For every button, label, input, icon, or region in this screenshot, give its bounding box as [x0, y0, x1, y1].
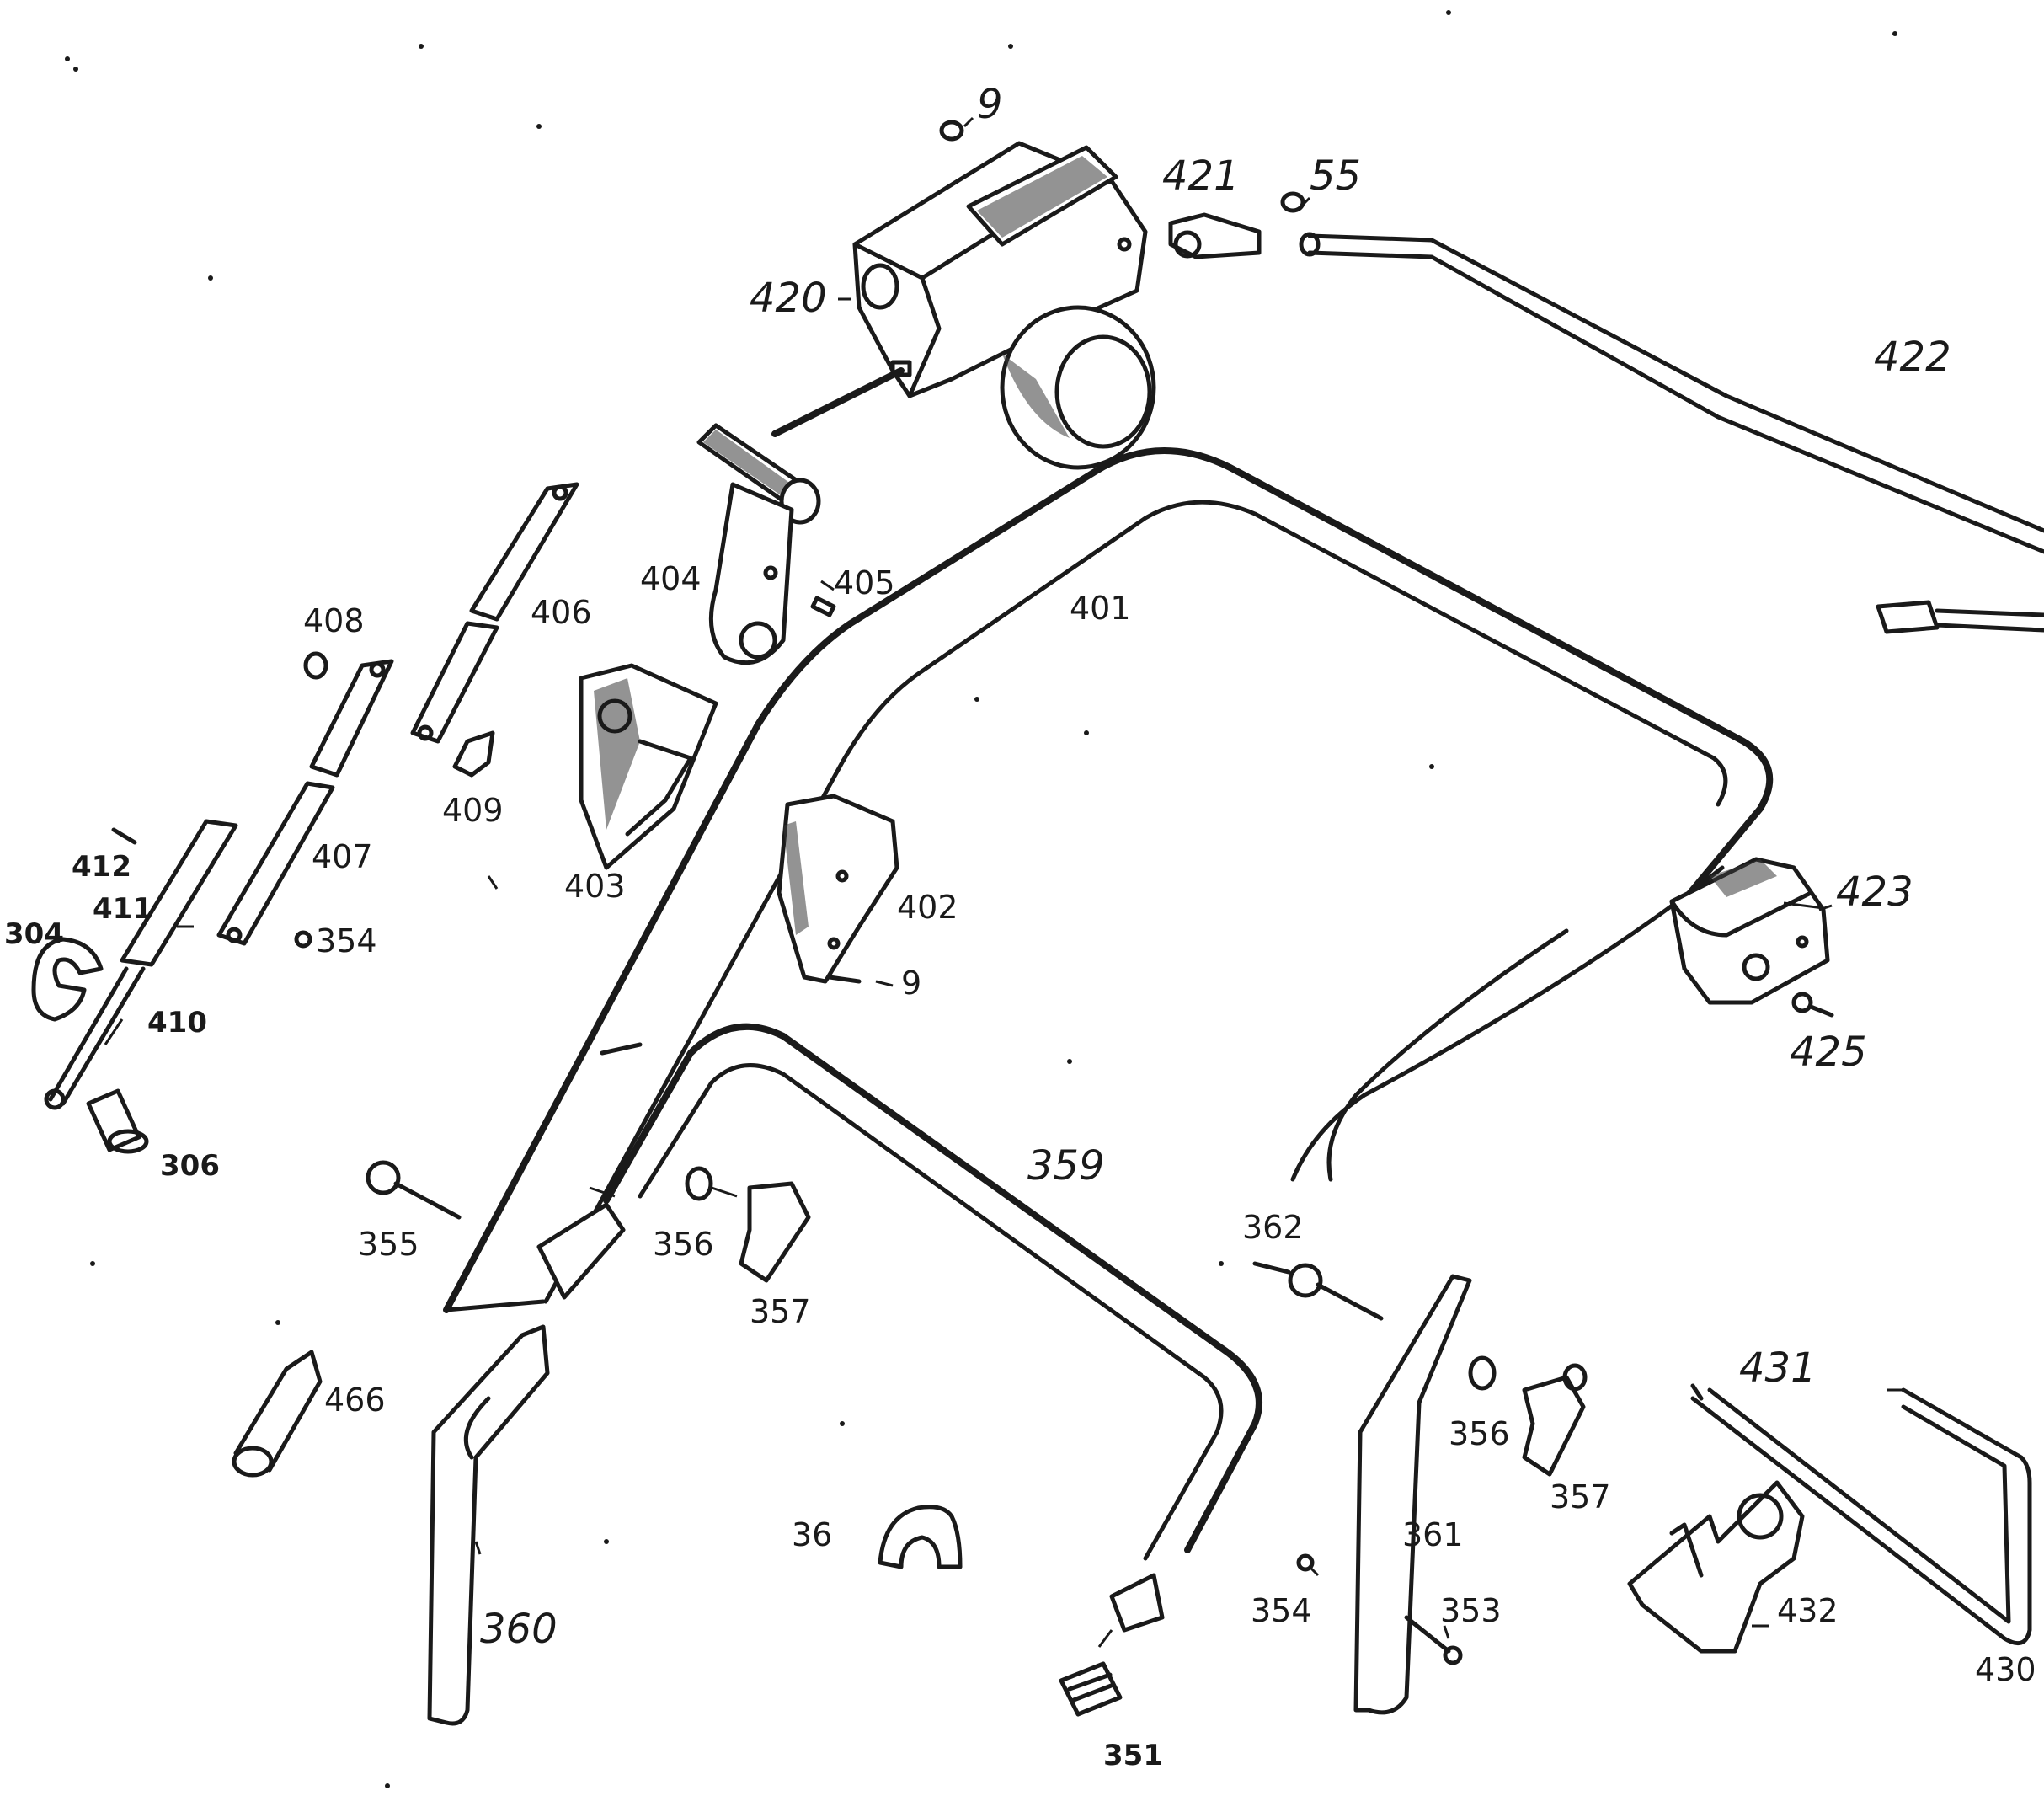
- part-421-clip: [1168, 212, 1262, 259]
- label-362: 362: [1242, 1209, 1304, 1246]
- label-402: 402: [897, 889, 958, 926]
- part-403-bracket: [579, 663, 718, 870]
- part-430-frame: [1690, 1383, 2032, 1646]
- part-423-clamp: [1669, 857, 1830, 1005]
- label-431: 431: [1739, 1344, 1817, 1392]
- label-361: 361: [1402, 1516, 1464, 1553]
- label-356-right: 356: [1449, 1415, 1510, 1452]
- label-405: 405: [834, 564, 895, 601]
- label-359: 359: [1027, 1142, 1105, 1189]
- label-420: 420: [750, 275, 827, 322]
- label-354-right: 354: [1251, 1592, 1312, 1629]
- part-432-bracket: [1627, 1480, 1805, 1654]
- part-402-plate: [777, 794, 899, 984]
- label-360: 360: [480, 1606, 558, 1653]
- label-425: 425: [1790, 1029, 1867, 1076]
- label-423: 423: [1836, 869, 1913, 916]
- label-401: 401: [1070, 590, 1131, 627]
- label-422: 422: [1874, 334, 1951, 381]
- label-357-right: 357: [1550, 1478, 1611, 1515]
- label-55: 55: [1310, 152, 1361, 200]
- leader-lines: [104, 116, 1903, 1648]
- label-351: 351: [1103, 1739, 1163, 1772]
- label-432: 432: [1777, 1592, 1839, 1629]
- part-404-lever: [696, 423, 836, 665]
- label-354-left: 354: [316, 922, 377, 959]
- label-306: 306: [160, 1149, 220, 1183]
- label-404: 404: [640, 560, 702, 597]
- background-specks: [65, 10, 1897, 1788]
- label-356-left: 356: [653, 1226, 714, 1263]
- label-403: 403: [564, 868, 626, 905]
- label-421: 421: [1162, 152, 1240, 200]
- label-353: 353: [1440, 1592, 1502, 1629]
- label-9-mid: 9: [901, 965, 921, 1002]
- label-407: 407: [312, 838, 373, 875]
- label-411: 411: [93, 892, 152, 926]
- label-430: 430: [1975, 1651, 2036, 1688]
- part-401-upper-handle: [443, 447, 1774, 1313]
- label-357-left: 357: [750, 1293, 811, 1330]
- part-labels: 9 421 55 420 422 404 405 401 406 408 409…: [4, 81, 2036, 1772]
- label-410: 410: [147, 1006, 207, 1040]
- label-412: 412: [72, 850, 131, 884]
- part-360-tube: [427, 1324, 550, 1726]
- part-rods: [44, 482, 579, 1110]
- label-304: 304: [4, 917, 64, 951]
- label-406: 406: [531, 594, 592, 631]
- label-36: 36: [792, 1516, 832, 1553]
- label-355: 355: [358, 1226, 419, 1263]
- part-359-lower-handle: [536, 1023, 1262, 1561]
- label-466: 466: [324, 1382, 386, 1419]
- part-420-control-box: [771, 141, 1156, 470]
- label-409: 409: [442, 792, 504, 829]
- label-408: 408: [303, 602, 365, 639]
- small-parts: [31, 120, 1834, 1717]
- part-422-cable: [1299, 232, 2044, 634]
- part-361-tube: [1353, 1274, 1472, 1715]
- label-9-top: 9: [977, 81, 1003, 128]
